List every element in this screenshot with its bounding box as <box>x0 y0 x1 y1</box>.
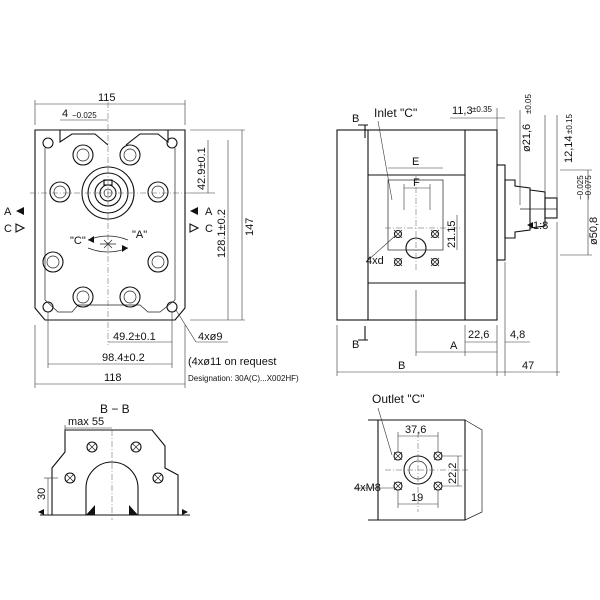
dim-a-text: A <box>450 340 458 352</box>
inlet-bolt-2 <box>430 229 440 239</box>
dim-e-text: E <box>412 156 419 168</box>
dim-max55-text: max 55 <box>68 416 104 428</box>
right-arrow-c-icon <box>189 223 200 233</box>
thread-spec: 4xM8 <box>354 482 381 494</box>
inlet-bolt-4 <box>430 257 440 267</box>
dim-19-text: 19 <box>411 492 423 504</box>
inlet-bolt-cross-4 <box>430 257 440 267</box>
section-b-bottom-mark <box>358 326 368 341</box>
dim-30-text: 30 <box>36 488 48 500</box>
inlet-label: Inlet "C" <box>374 106 417 120</box>
dim-b-text: B <box>398 360 405 372</box>
section-b-top: B <box>352 113 359 125</box>
dim-47-text: 47 <box>522 360 534 372</box>
rotation-a-label: "A" <box>132 229 147 241</box>
dim-49-2-text: 49.2±0.1 <box>113 331 156 343</box>
side-flange-plate <box>496 164 506 261</box>
inlet-port-frame <box>387 179 444 251</box>
dim-21-15-text: 21.15 <box>446 220 458 248</box>
outlet-body-side <box>464 419 483 521</box>
rotation-c-label: "C" <box>70 235 86 247</box>
right-marker-a: A <box>205 206 213 218</box>
hole-4xd-text: 4xd <box>366 255 384 267</box>
taper-icon <box>527 222 533 228</box>
dim-21-6-tol: ±0.05 <box>524 93 533 114</box>
inlet-bolt-cross-3 <box>393 257 403 267</box>
front-corner-hole-tl <box>42 137 54 149</box>
section-bb-arrow-left <box>38 509 44 515</box>
outlet-view: Outlet "C" 37,6 22,2 19 4xM8 <box>354 392 483 521</box>
right-marker-c: C <box>205 223 213 235</box>
outlet-leader <box>377 407 393 456</box>
taper-text: 1:8 <box>533 220 548 232</box>
left-arrow-a-icon <box>16 207 24 215</box>
section-bb-arrow-right <box>182 509 188 515</box>
front-corner-hole-br <box>166 301 178 313</box>
right-arrow-a-icon <box>190 207 198 215</box>
dim-128-text: 128.1±0.2 <box>216 209 228 258</box>
dim-115-text: 115 <box>98 92 116 104</box>
dim-37-6-text: 37,6 <box>405 424 426 436</box>
dim-22-2-text: 22,2 <box>447 463 459 484</box>
dim-50-8-text: ø50,8 <box>588 217 600 245</box>
dim-4-8-text: 4,8 <box>510 329 525 341</box>
hole-4xd-leader <box>365 235 396 263</box>
left-arrow-c-icon <box>15 223 26 233</box>
dim-147-text: 147 <box>244 218 256 236</box>
section-bb-view: B − B max 55 30 <box>36 402 190 520</box>
dim-50-8-tol-upper: −0.025 <box>576 175 585 200</box>
section-bb-bore <box>85 461 139 515</box>
rotation-arrows <box>87 235 129 253</box>
left-marker-a: A <box>4 206 12 218</box>
inlet-bolt-cross-1 <box>393 229 403 239</box>
dim-22-6-text: 22,6 <box>468 329 489 341</box>
side-shaft-nut <box>544 197 558 219</box>
designation: Designation: 30A(C)...X002HF) <box>188 374 299 383</box>
front-corner-hole-bl <box>42 301 54 313</box>
section-bb-outline <box>51 429 179 515</box>
hole-leader <box>175 309 197 343</box>
dim-50-8-tol-lower: −0.075 <box>584 175 593 200</box>
dim-12-14-tol: ±0.15 <box>565 113 574 134</box>
dim-11-3-tol: ±0.35 <box>472 105 493 114</box>
section-bb-fillet-right <box>129 505 138 515</box>
dim-4-text: 4 <box>62 108 68 120</box>
section-b-bottom: B <box>352 339 359 351</box>
inlet-bolt-cross-2 <box>430 229 440 239</box>
side-view: Inlet "C" E F 21.15 4xd B B 11,3 ±0.35 ø… <box>336 93 600 376</box>
left-marker-c: C <box>4 223 12 235</box>
dim-4-tol: −0.025 <box>72 111 97 120</box>
dim-f-text: F <box>413 177 420 189</box>
front-bolt-heads <box>42 144 169 308</box>
dim-98-4-text: 98.4±0.2 <box>102 352 145 364</box>
side-shaft-taper <box>504 179 531 239</box>
inlet-bolt-1 <box>393 229 403 239</box>
outlet-label: Outlet "C" <box>372 392 425 406</box>
section-bb-fillet-left <box>86 505 95 515</box>
dim-42-9-text: 42.9±0.1 <box>196 147 208 190</box>
front-body-outline <box>59 130 169 146</box>
dim-118-text: 118 <box>104 372 122 384</box>
dim-12-14-text: 12,14 <box>563 135 575 163</box>
front-view: "C" "A" 115 4 −0.025 42.9±0.1 128.1±0.2 … <box>4 92 299 388</box>
hole-alt: (4xø11 on request <box>188 356 276 368</box>
dim-21-6-text: ø21,6 <box>521 124 533 152</box>
front-flange-outline <box>34 129 186 321</box>
front-corner-hole-tr <box>166 137 178 149</box>
section-b-top-mark <box>358 124 368 138</box>
dim-11-3-text: 11,3 <box>452 105 473 117</box>
section-bb-holes <box>64 441 164 484</box>
inlet-leader <box>377 120 393 201</box>
hole-spec: 4xø9 <box>198 331 222 343</box>
inlet-bolt-3 <box>393 257 403 267</box>
section-bb-title: B − B <box>100 402 130 416</box>
